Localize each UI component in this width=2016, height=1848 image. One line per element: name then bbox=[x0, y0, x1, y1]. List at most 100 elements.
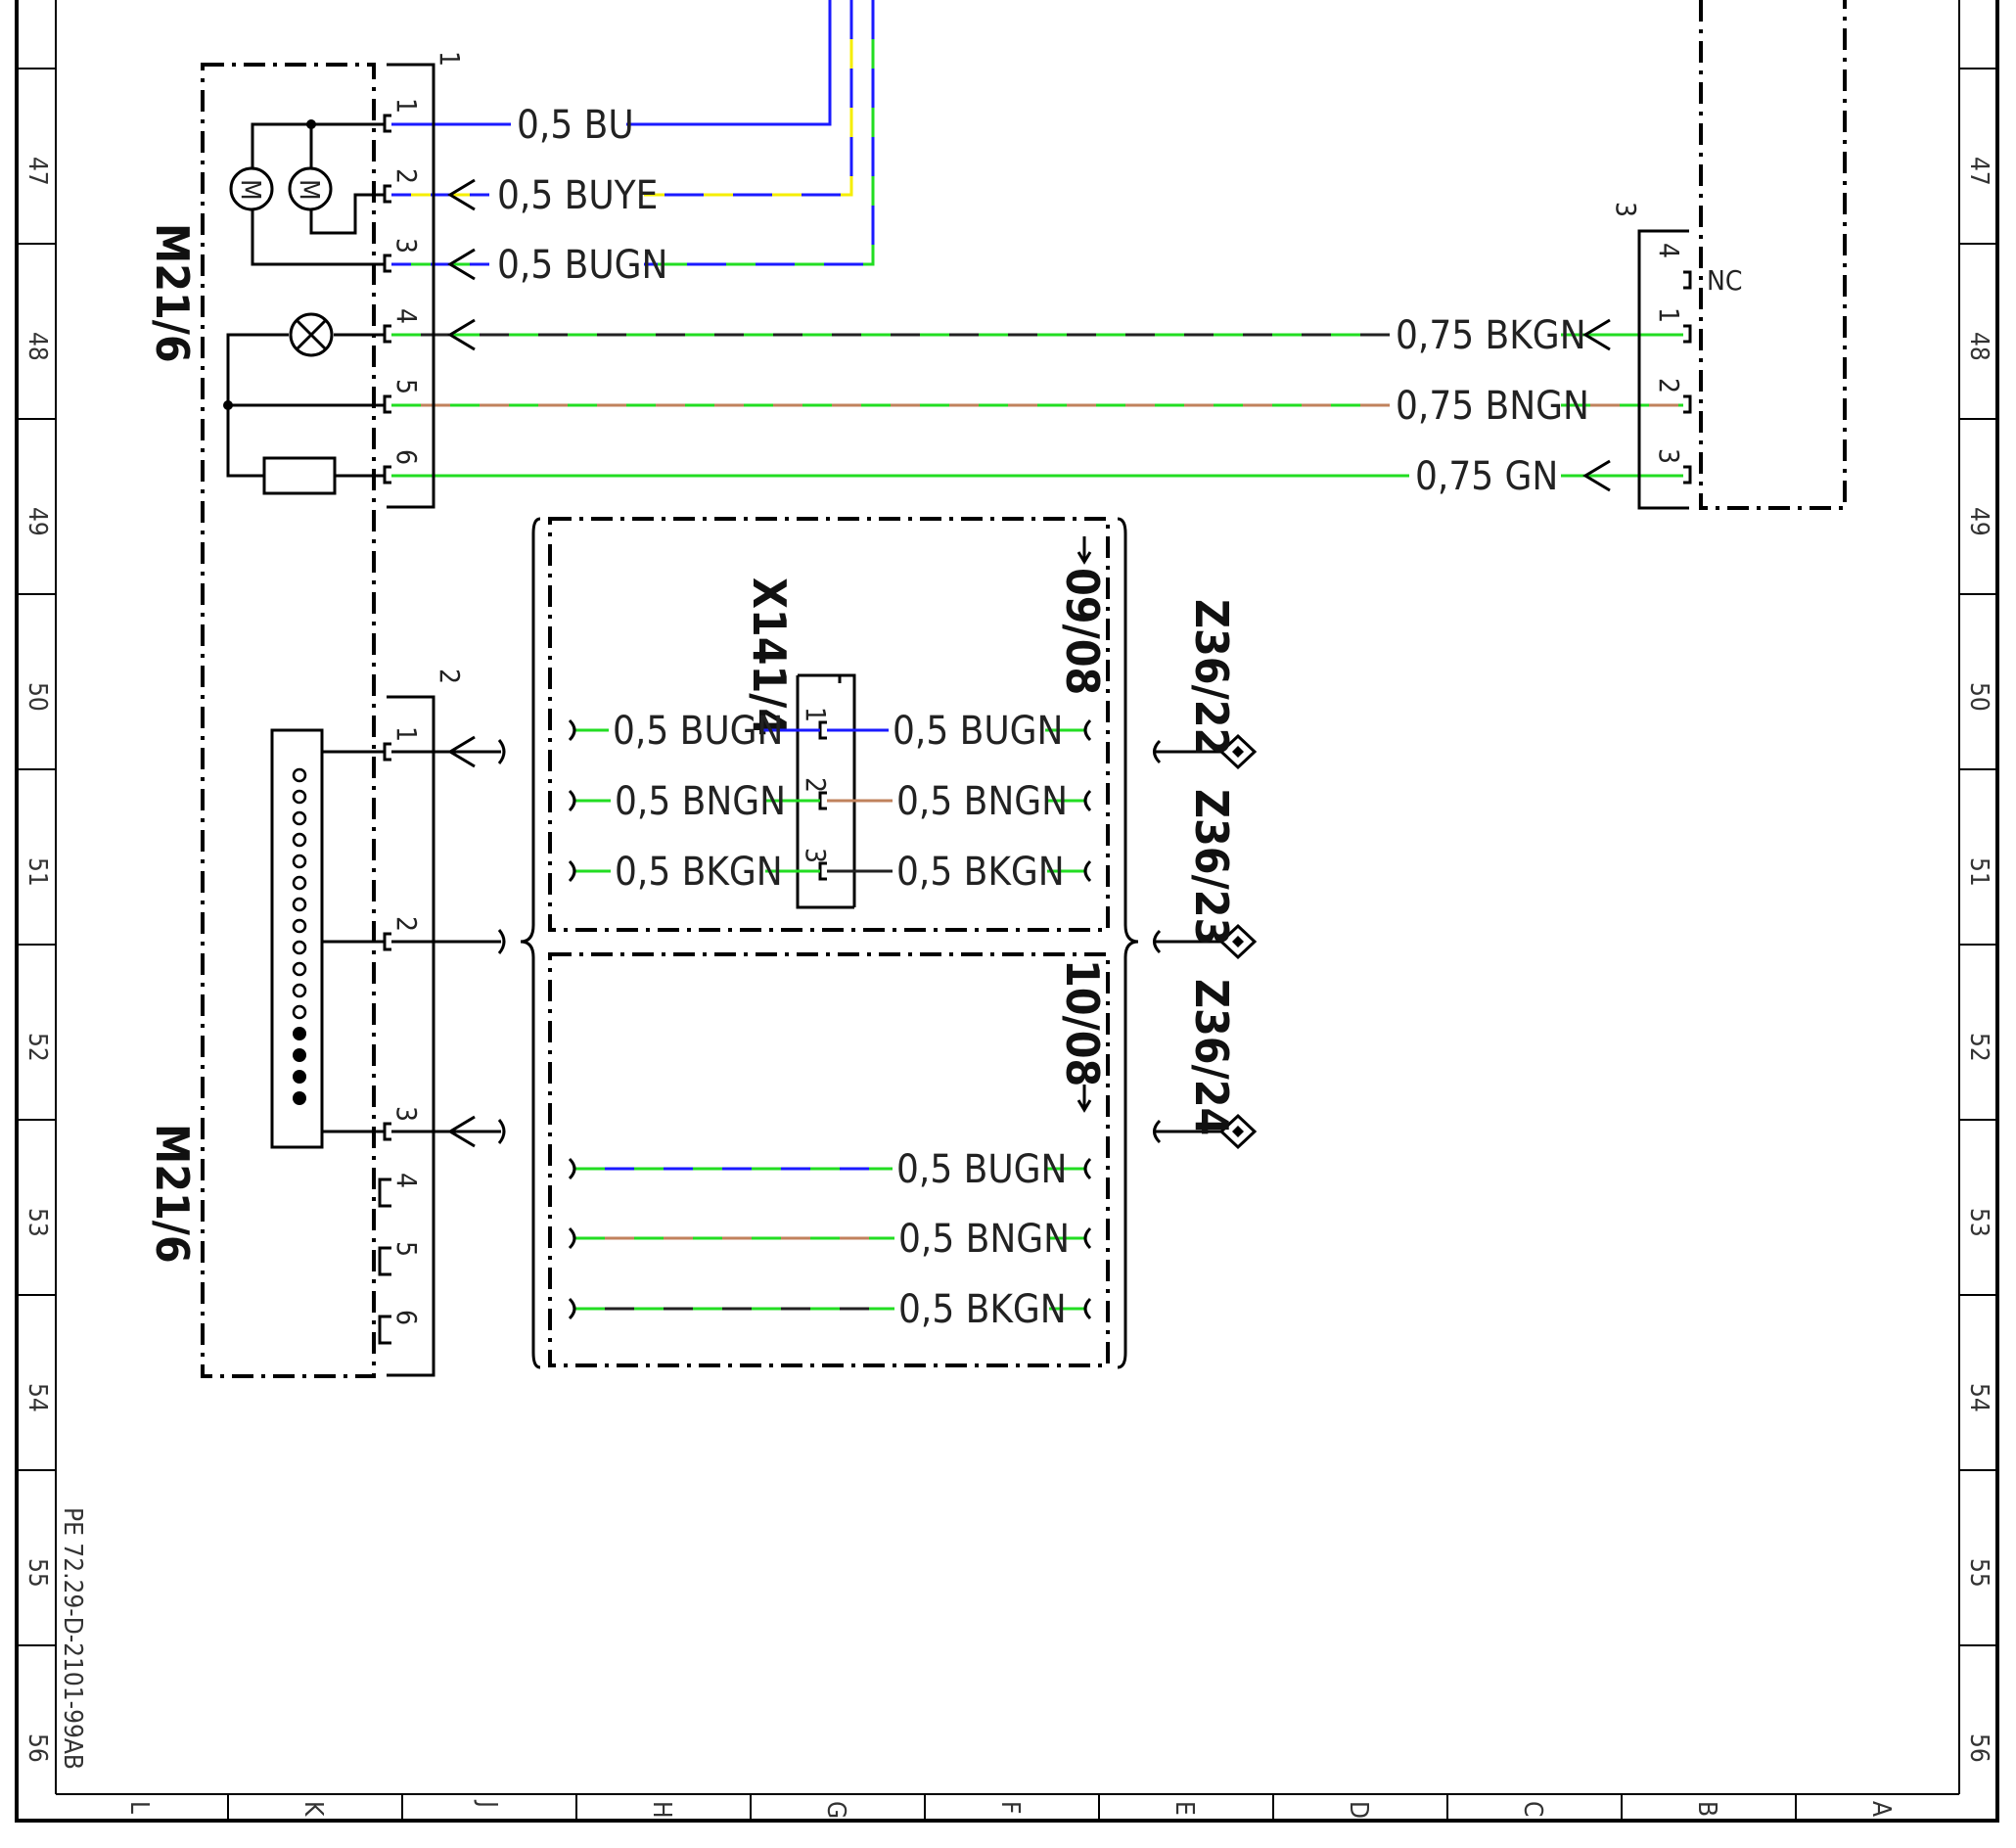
pin-number: 1 bbox=[390, 726, 423, 742]
z36-diamond-centers bbox=[1232, 746, 1244, 1137]
wire-label: 0,5 BKGN bbox=[898, 1287, 1067, 1332]
pin-number: 4 bbox=[1653, 243, 1685, 258]
grid-col-label: D bbox=[1344, 1801, 1373, 1819]
wire-label: 0,75 BKGN bbox=[1396, 313, 1586, 358]
long-wires bbox=[391, 333, 1683, 478]
motor-symbol: M bbox=[235, 179, 267, 201]
connector-2-bracket bbox=[387, 695, 435, 1377]
wire-label: 0,5 BU bbox=[517, 103, 634, 148]
pin-number: 3 bbox=[800, 848, 832, 863]
pin-terminals-2 bbox=[378, 742, 391, 1345]
grid-row-label: 52 bbox=[23, 1033, 52, 1062]
pin-number: 6 bbox=[390, 449, 423, 465]
pin-number: 1 bbox=[390, 98, 423, 114]
grid-row-label: 51 bbox=[1964, 857, 1993, 887]
x141-pins: 1 2 3 bbox=[800, 707, 832, 863]
grid-col-label: C bbox=[1518, 1801, 1547, 1817]
wire-label: 0,5 BKGN bbox=[615, 850, 783, 895]
wire-label: 0,5 BUGN bbox=[497, 243, 667, 288]
pin-number: 2 bbox=[390, 916, 423, 932]
grid-row-label: 49 bbox=[23, 507, 52, 536]
x141-wires bbox=[575, 728, 1084, 873]
wire-label: 0,5 BUYE bbox=[497, 173, 658, 218]
right-module-box bbox=[1699, 0, 1847, 510]
pin-number: 4 bbox=[390, 308, 423, 324]
lower-variant-wires bbox=[575, 1167, 1084, 1311]
wire-label: 0,75 GN bbox=[1415, 454, 1558, 499]
pin-number: 2 bbox=[390, 168, 423, 184]
pin-terminals-1 bbox=[383, 114, 391, 485]
lamp-resistor-circuit bbox=[226, 312, 385, 495]
pin-number: 3 bbox=[1653, 448, 1685, 464]
pin-number: 2 bbox=[800, 777, 832, 793]
wire-label: 0,75 BNGN bbox=[1396, 384, 1589, 429]
grid-col-label: L bbox=[124, 1801, 154, 1814]
grid-row-label: 56 bbox=[23, 1733, 52, 1763]
junction-dot bbox=[306, 119, 316, 129]
pin-number: 3 bbox=[390, 238, 423, 254]
grid-rows-left: 47 48 49 50 51 52 53 54 55 56 bbox=[23, 157, 52, 1763]
grid-col-label: G bbox=[821, 1801, 850, 1819]
led-bar-wires bbox=[322, 735, 506, 1148]
connector-3-label: 3 bbox=[1610, 202, 1642, 217]
grid-row-label: 47 bbox=[23, 157, 52, 186]
short-wires bbox=[391, 122, 511, 266]
plug-symbols bbox=[447, 178, 1611, 492]
m21-module-box bbox=[201, 63, 376, 1378]
variant-1008-label: 10/08 bbox=[1056, 959, 1109, 1086]
grid-col-label: F bbox=[995, 1801, 1025, 1814]
connector-3-bracket bbox=[1637, 229, 1689, 510]
pin-number: 1 bbox=[1653, 307, 1685, 323]
variant-box-0908 bbox=[548, 517, 1110, 932]
x141-wire-labels: 0,5 BUGN 0,5 BNGN 0,5 BKGN 0,5 BUGN 0,5 … bbox=[613, 709, 1068, 895]
grid-col-label: H bbox=[647, 1801, 676, 1819]
incoming-wires bbox=[626, 0, 875, 266]
wire-label: 0,5 BNGN bbox=[898, 1217, 1070, 1262]
pin-terminals-3 bbox=[1683, 270, 1692, 485]
grid-row-label: 48 bbox=[23, 332, 52, 361]
pin-number: 3 bbox=[390, 1106, 423, 1122]
wire-label: 0,5 BNGN bbox=[896, 779, 1068, 824]
z36-22-label: Z36/22 bbox=[1185, 599, 1238, 756]
document-id: PE 72.29-D-2101-99AB bbox=[58, 1507, 87, 1770]
grid-row-label: 49 bbox=[1964, 507, 1993, 536]
grid-cols-bottom: L K J H G F E D C B A bbox=[124, 1799, 1896, 1819]
connector-2-label: 2 bbox=[434, 669, 466, 684]
pin-number: 5 bbox=[390, 379, 423, 394]
z36-23-label: Z36/23 bbox=[1185, 789, 1238, 946]
grid-row-label: 52 bbox=[1964, 1033, 1993, 1062]
led-bar-display bbox=[270, 728, 324, 1149]
pin-number: 6 bbox=[390, 1310, 423, 1325]
grid-col-label: E bbox=[1169, 1801, 1199, 1816]
lower-wire-labels: 0,5 BUGN 0,5 BNGN 0,5 BKGN bbox=[896, 1147, 1070, 1332]
grid-col-label: A bbox=[1866, 1801, 1896, 1817]
x141-label: X141/4 bbox=[743, 578, 796, 736]
grid-row-label: 54 bbox=[1964, 1383, 1993, 1412]
wire-label: 0,5 BUGN bbox=[896, 1147, 1067, 1192]
grid-row-label: 55 bbox=[1964, 1558, 1993, 1588]
connector-1-label: 1 bbox=[434, 51, 466, 67]
grid-row-label: 53 bbox=[23, 1208, 52, 1237]
pin-numbers-3: 4 1 2 3 bbox=[1653, 243, 1685, 464]
connector-1-bracket bbox=[387, 63, 435, 509]
wire-labels-top: 0,5 BU 0,5 BUYE 0,5 BUGN 0,75 BKGN 0,75 … bbox=[497, 103, 1589, 499]
grid-row-label: 48 bbox=[1964, 332, 1993, 361]
wire-label: 0,5 BNGN bbox=[615, 779, 786, 824]
grid-row-label: 54 bbox=[23, 1383, 52, 1412]
variant-0908-label: 09/08 bbox=[1056, 568, 1109, 695]
wire-label: 0,5 BUGN bbox=[893, 709, 1063, 754]
m21-lower-label: M21/6 bbox=[146, 1124, 199, 1264]
nc-label: NC bbox=[1707, 264, 1742, 297]
pin-number: 2 bbox=[1653, 378, 1685, 393]
grid-col-label: J bbox=[473, 1799, 502, 1808]
motor-circuit bbox=[229, 122, 385, 266]
variant-braces bbox=[520, 517, 1139, 1369]
grid-rows-right: 47 48 49 50 51 52 53 54 55 56 bbox=[1964, 157, 1993, 1763]
grid-row-label: 50 bbox=[1964, 682, 1993, 712]
m21-upper-label: M21/6 bbox=[146, 223, 199, 363]
lower-wire-ends bbox=[568, 1157, 1092, 1320]
variant-box-1008 bbox=[548, 952, 1110, 1367]
pin-number: 1 bbox=[800, 707, 832, 722]
grid-row-label: 51 bbox=[23, 857, 52, 887]
grid-row-label: 55 bbox=[23, 1558, 52, 1588]
